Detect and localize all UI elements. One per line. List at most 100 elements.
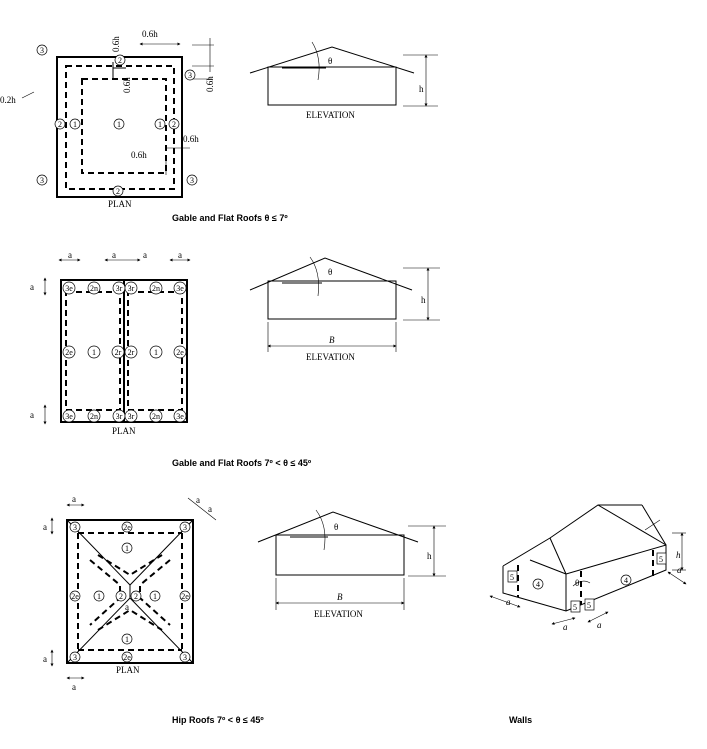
edge-dim-label: a [30,282,34,292]
zone-marker: 1 [87,345,101,359]
angle-label: θ [328,267,332,277]
svg-text:2n: 2n [90,284,98,293]
zone-marker: 2 [130,590,142,602]
dim-label: 0.6h [205,76,215,92]
zone-marker: 2r [111,345,125,359]
svg-text:3: 3 [188,71,192,80]
zone-marker: 3r [112,281,126,295]
zone-marker: 3e [173,281,187,295]
zone-marker: 3e [62,409,76,423]
svg-text:1: 1 [97,592,101,601]
zone-marker: 2n [87,409,101,423]
zone-marker: 3r [124,409,138,423]
svg-text:1: 1 [73,120,77,129]
caption-walls: Walls [509,715,532,725]
svg-text:2: 2 [118,56,122,65]
zone-marker: 5 [656,552,667,565]
zone-marker: 3 [36,44,48,56]
zone-marker: 1 [121,542,133,554]
zone-marker: 3 [184,69,196,81]
svg-text:2: 2 [172,120,176,129]
svg-text:3: 3 [40,46,44,55]
svg-text:1: 1 [92,348,96,357]
svg-text:3: 3 [190,176,194,185]
svg-text:2n: 2n [90,412,98,421]
dim-label: 0.6h [122,77,132,93]
svg-text:3r: 3r [116,284,123,293]
zone-marker: 2n [149,409,163,423]
edge-dim-label: a [597,620,602,630]
caption-hip: Hip Roofs 7º < θ ≤ 45º [172,715,264,725]
svg-text:2e: 2e [176,348,184,357]
edge-dim-label: a [208,504,212,514]
svg-text:2e: 2e [65,348,73,357]
caption-gable-flat-mid: Gable and Flat Roofs 7º < θ ≤ 45º [172,458,312,468]
svg-text:2e: 2e [71,592,79,601]
svg-text:3r: 3r [128,284,135,293]
zone-marker: 2e [173,345,187,359]
walls-isometric: θ 5 4 4 5 5 5 a a a a h [489,504,687,632]
edge-dim-label: a [125,602,129,612]
zone-marker: 1 [69,118,81,130]
svg-text:1: 1 [158,120,162,129]
svg-text:3e: 3e [176,284,184,293]
height-label: h [419,84,424,94]
svg-text:3r: 3r [128,412,135,421]
elevation-label: ELEVATION [306,110,355,120]
svg-text:3: 3 [40,176,44,185]
elevation-label: ELEVATION [306,352,355,362]
svg-text:1: 1 [117,120,121,129]
zone-marker: 1 [149,590,161,602]
svg-text:5: 5 [587,601,591,610]
svg-text:2: 2 [58,120,62,129]
svg-text:5: 5 [510,573,514,582]
dim-label: 0.6h [142,29,158,39]
plan-label: PLAN [108,199,132,209]
plan-label: PLAN [112,426,136,436]
zone-marker: 1 [149,345,163,359]
svg-text:3: 3 [73,653,77,662]
zone-marker: 2n [87,281,101,295]
zone-marker: 3 [36,174,48,186]
elevation-hip: θ h B ELEVATION [257,509,446,619]
zone-marker: 5 [584,598,595,611]
zone-marker: 2 [112,185,124,197]
edge-dim-label: a [143,250,147,260]
zone-marker: 2 [115,590,127,602]
svg-text:2e: 2e [123,523,131,532]
zone-marker: 2 [54,118,66,130]
angle-label: θ [328,56,332,66]
dim-label: 0.6h [131,150,147,160]
svg-text:2: 2 [119,592,123,601]
height-label: h [427,551,432,561]
zone-marker: 2 [114,54,126,66]
zone-marker: 2e [121,521,133,533]
svg-text:3: 3 [183,653,187,662]
angle-label: θ [575,578,579,588]
zone-marker: 3 [186,174,198,186]
zone-marker: 3e [173,409,187,423]
svg-text:1: 1 [153,592,157,601]
svg-text:2e: 2e [181,592,189,601]
edge-dim-label: a [506,597,511,607]
zone-marker: 3 [69,521,81,533]
zone-marker: 2e [179,590,191,602]
svg-text:4: 4 [536,580,540,589]
zone-marker: 4 [532,578,544,590]
edge-dim-label: a [43,654,47,664]
svg-text:3e: 3e [65,412,73,421]
svg-text:2: 2 [134,592,138,601]
zone-marker: 2e [121,651,133,663]
zone-marker: 2n [149,281,163,295]
zone-marker: 4 [620,574,632,586]
svg-text:2r: 2r [115,348,122,357]
zone-marker: 5 [507,570,518,583]
dim-label: 0.2h [0,95,16,105]
zone-marker: 1 [93,590,105,602]
zone-marker: 5 [570,600,581,613]
zone-marker: 3 [69,651,81,663]
svg-text:2n: 2n [152,284,160,293]
svg-text:3e: 3e [176,412,184,421]
zone-marker: 1 [121,633,133,645]
